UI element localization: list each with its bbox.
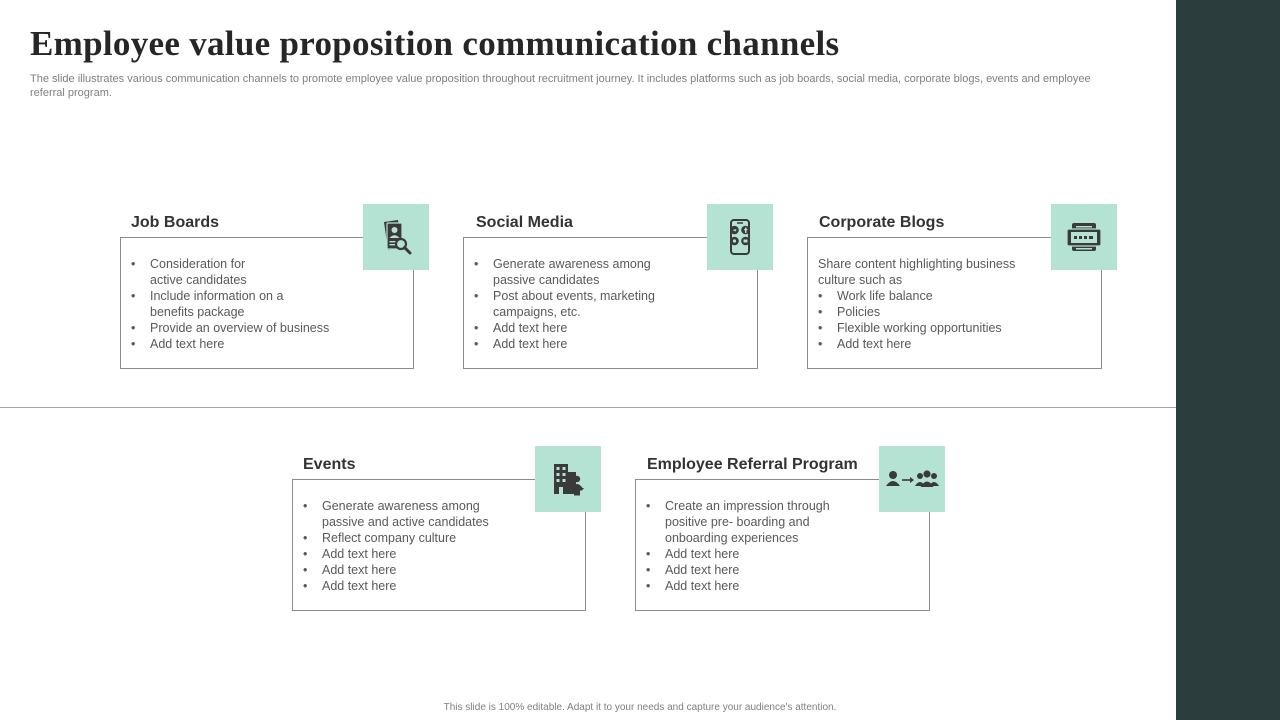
card-employee-referral-program-list: Create an impression through positive pr… <box>646 498 911 594</box>
list-item: Add text here <box>303 546 567 562</box>
blog-icon-tile <box>1051 204 1117 270</box>
card-events-list: Generate awareness among passive and act… <box>303 498 567 594</box>
social-media-phone-icon <box>730 219 750 255</box>
list-item: Add text here <box>646 578 911 594</box>
referral-people-icon <box>886 470 939 487</box>
card-title-job-boards: Job Boards <box>131 214 220 231</box>
card-employee-referral-program: Create an impression through positive pr… <box>635 479 930 611</box>
job-search-icon-tile <box>363 204 429 270</box>
list-item: Policies <box>818 304 1083 320</box>
card-corporate-blogs-list: Share content highlighting business cult… <box>818 256 1083 352</box>
card-title-corporate-blogs: Corporate Blogs <box>819 214 945 231</box>
list-item: Include information on a benefits packag… <box>131 288 395 320</box>
list-item: Generate awareness among passive candida… <box>474 256 739 288</box>
referral-icon-tile <box>879 446 945 512</box>
page-title: Employee value proposition communication… <box>30 24 840 63</box>
card-title-employee-referral-program: Employee Referral Program <box>647 456 858 473</box>
list-item: Add text here <box>303 562 567 578</box>
list-item: Post about events, marketing campaigns, … <box>474 288 739 320</box>
job-search-icon <box>384 220 412 255</box>
list-item: Consideration for active candidates <box>131 256 395 288</box>
building-podium-icon <box>554 464 584 496</box>
card-social-media: Generate awareness among passive candida… <box>463 237 758 369</box>
list-item: Add text here <box>131 336 395 352</box>
list-item: Generate awareness among passive and act… <box>303 498 567 530</box>
section-divider <box>0 407 1176 408</box>
card-job-boards-list: Consideration for active candidates Incl… <box>131 256 395 352</box>
card-social-media-list: Generate awareness among passive candida… <box>474 256 739 352</box>
list-item: Reflect company culture <box>303 530 567 546</box>
list-item: Add text here <box>474 320 739 336</box>
card-title-social-media: Social Media <box>476 214 573 231</box>
list-item: Work life balance <box>818 288 1083 304</box>
social-media-icon-tile <box>707 204 773 270</box>
list-item: Add text here <box>646 546 911 562</box>
list-item: Add text here <box>474 336 739 352</box>
list-intro: Share content highlighting business cult… <box>818 257 1016 287</box>
card-events: Generate awareness among passive and act… <box>292 479 586 611</box>
events-icon-tile <box>535 446 601 512</box>
list-item: Provide an overview of business <box>131 320 395 336</box>
right-decorative-band <box>1176 0 1280 720</box>
list-item: Create an impression through positive pr… <box>646 498 911 546</box>
list-item: Add text here <box>303 578 567 594</box>
blog-icon <box>1066 223 1102 251</box>
card-title-events: Events <box>303 456 356 473</box>
footer-note: This slide is 100% editable. Adapt it to… <box>443 702 837 713</box>
page-subtitle: The slide illustrates various communicat… <box>30 73 1091 99</box>
list-item: Add text here <box>646 562 911 578</box>
list-item: Add text here <box>818 336 1083 352</box>
list-item: Flexible working opportunities <box>818 320 1083 336</box>
